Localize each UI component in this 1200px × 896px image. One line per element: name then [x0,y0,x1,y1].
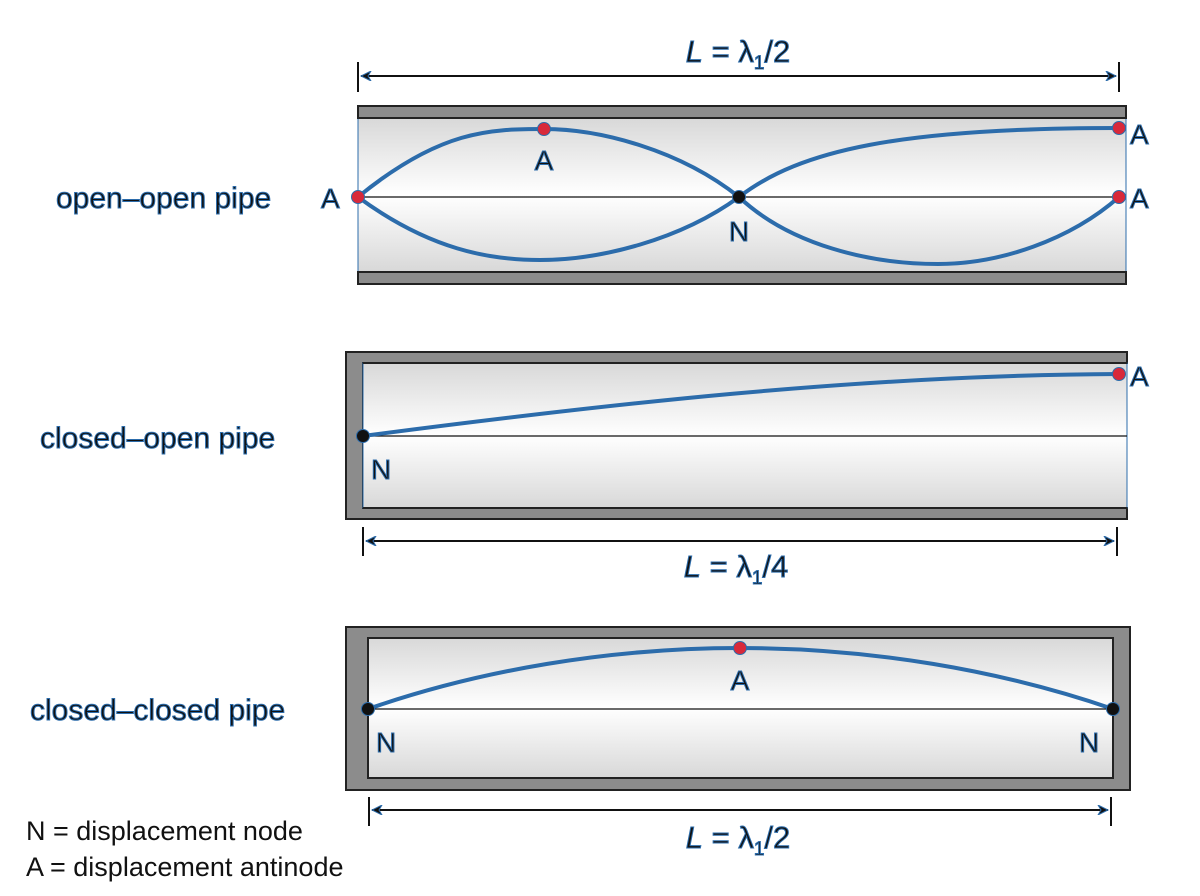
node-label-center: N [729,216,749,247]
antinode-dot-center [733,641,747,655]
node-label-left: N [376,727,396,758]
antinode-dot-left [351,190,365,204]
antinode-label-left: A [321,183,340,214]
pipe-wall-bottom [357,271,1127,285]
pipe-wall-top [357,105,1127,119]
pipe-name-label: closed–open pipe [40,422,275,455]
antinode-label-top: A [535,145,554,176]
node-dot-left [356,429,370,443]
legend-antinode: A = displacement antinode [26,852,344,882]
dimension-label: L = λ1/2 [686,34,791,74]
antinode-dot-right-top [1112,121,1126,135]
closed-closed-dimension: L = λ1/2 [368,797,1112,861]
pipe-interior [367,637,1114,779]
antinode-dot-top [537,122,551,136]
node-label-right: N [1079,727,1099,758]
node-dot-right [1106,702,1120,716]
dimension-label: L = λ1/2 [686,820,791,860]
pipe-name-label: closed–closed pipe [30,694,285,727]
node-label-left: N [371,454,391,485]
antinode-dot-right [1112,367,1126,381]
open-open-pipe: L = λ1/2 open–open pipe A A N A A [56,34,1150,285]
standing-wave-upper [356,126,1120,200]
antinode-dot-right-mid [1112,190,1126,204]
closed-open-dimension: L = λ1/4 [362,527,1118,590]
antinode-label-center: A [731,665,750,696]
antinode-label-right: A [1130,361,1149,392]
antinode-label-right-top: A [1130,119,1149,150]
standing-wave [362,372,1120,438]
legend-node: N = displacement node [26,816,303,846]
open-open-dimension: L = λ1/2 [357,34,1120,92]
antinode-label-right-mid: A [1130,183,1149,214]
pipe-name-label: open–open pipe [56,182,271,215]
dimension-label: L = λ1/4 [684,549,789,589]
node-dot-center [732,190,746,204]
closed-open-pipe: closed–open pipe N A L = λ1/4 [40,351,1150,590]
node-dot-left [361,702,375,716]
closed-closed-pipe: closed–closed pipe N A N L = λ1/2 [30,626,1131,861]
